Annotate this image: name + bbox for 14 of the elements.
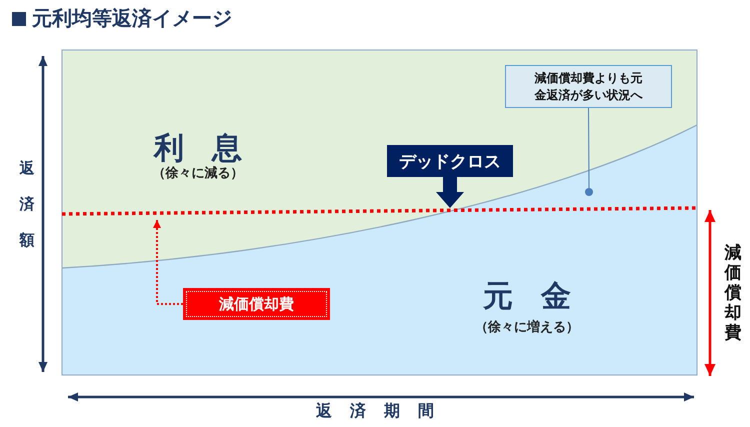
region-label: 元金 <box>482 278 600 316</box>
axis-label: 返済額 <box>19 158 35 251</box>
label-box: 減価償却費 <box>183 288 330 320</box>
region-label: 利息 <box>152 130 271 166</box>
leader-line <box>588 108 590 188</box>
callout-box: デッドクロス <box>387 145 513 177</box>
block-arrow <box>436 177 464 208</box>
callout-box: 減価償却費よりも元金返済が多い状況へ <box>505 65 672 108</box>
region-note: （徐々に増える） <box>474 318 580 336</box>
dimension-label: 減価償却費 <box>724 243 742 343</box>
leader-arrow <box>153 220 183 305</box>
axis-label: 返済期間 <box>315 401 453 422</box>
title-text: 元利均等返済イメージ <box>32 5 232 32</box>
region-note: （徐々に減る） <box>152 165 244 182</box>
